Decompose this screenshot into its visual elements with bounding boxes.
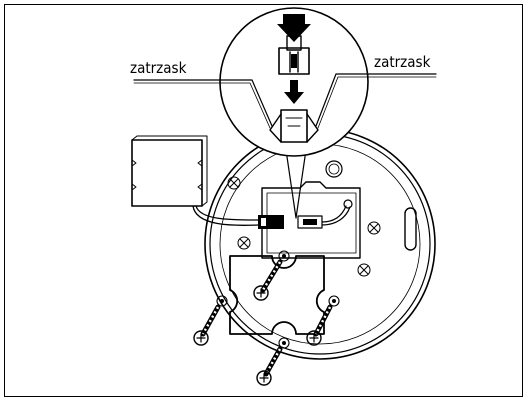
detail-socket	[269, 109, 319, 143]
screw	[256, 346, 283, 386]
insert-arrow	[284, 80, 304, 104]
battery-compartment	[261, 181, 361, 259]
magnifier-pointer	[285, 149, 307, 219]
press-arrow	[277, 14, 311, 42]
detail-plug	[278, 35, 310, 75]
detail-magnifier	[219, 7, 369, 157]
latch-label-left: zatrzask	[130, 59, 187, 77]
mount-mark	[227, 176, 381, 277]
callout-leaders	[133, 73, 437, 129]
latch-label-right: zatrzask	[374, 53, 431, 71]
screw	[193, 304, 221, 346]
cover-plate	[216, 250, 340, 349]
battery-pack	[131, 135, 284, 229]
screw	[253, 259, 283, 301]
screw	[306, 304, 333, 346]
